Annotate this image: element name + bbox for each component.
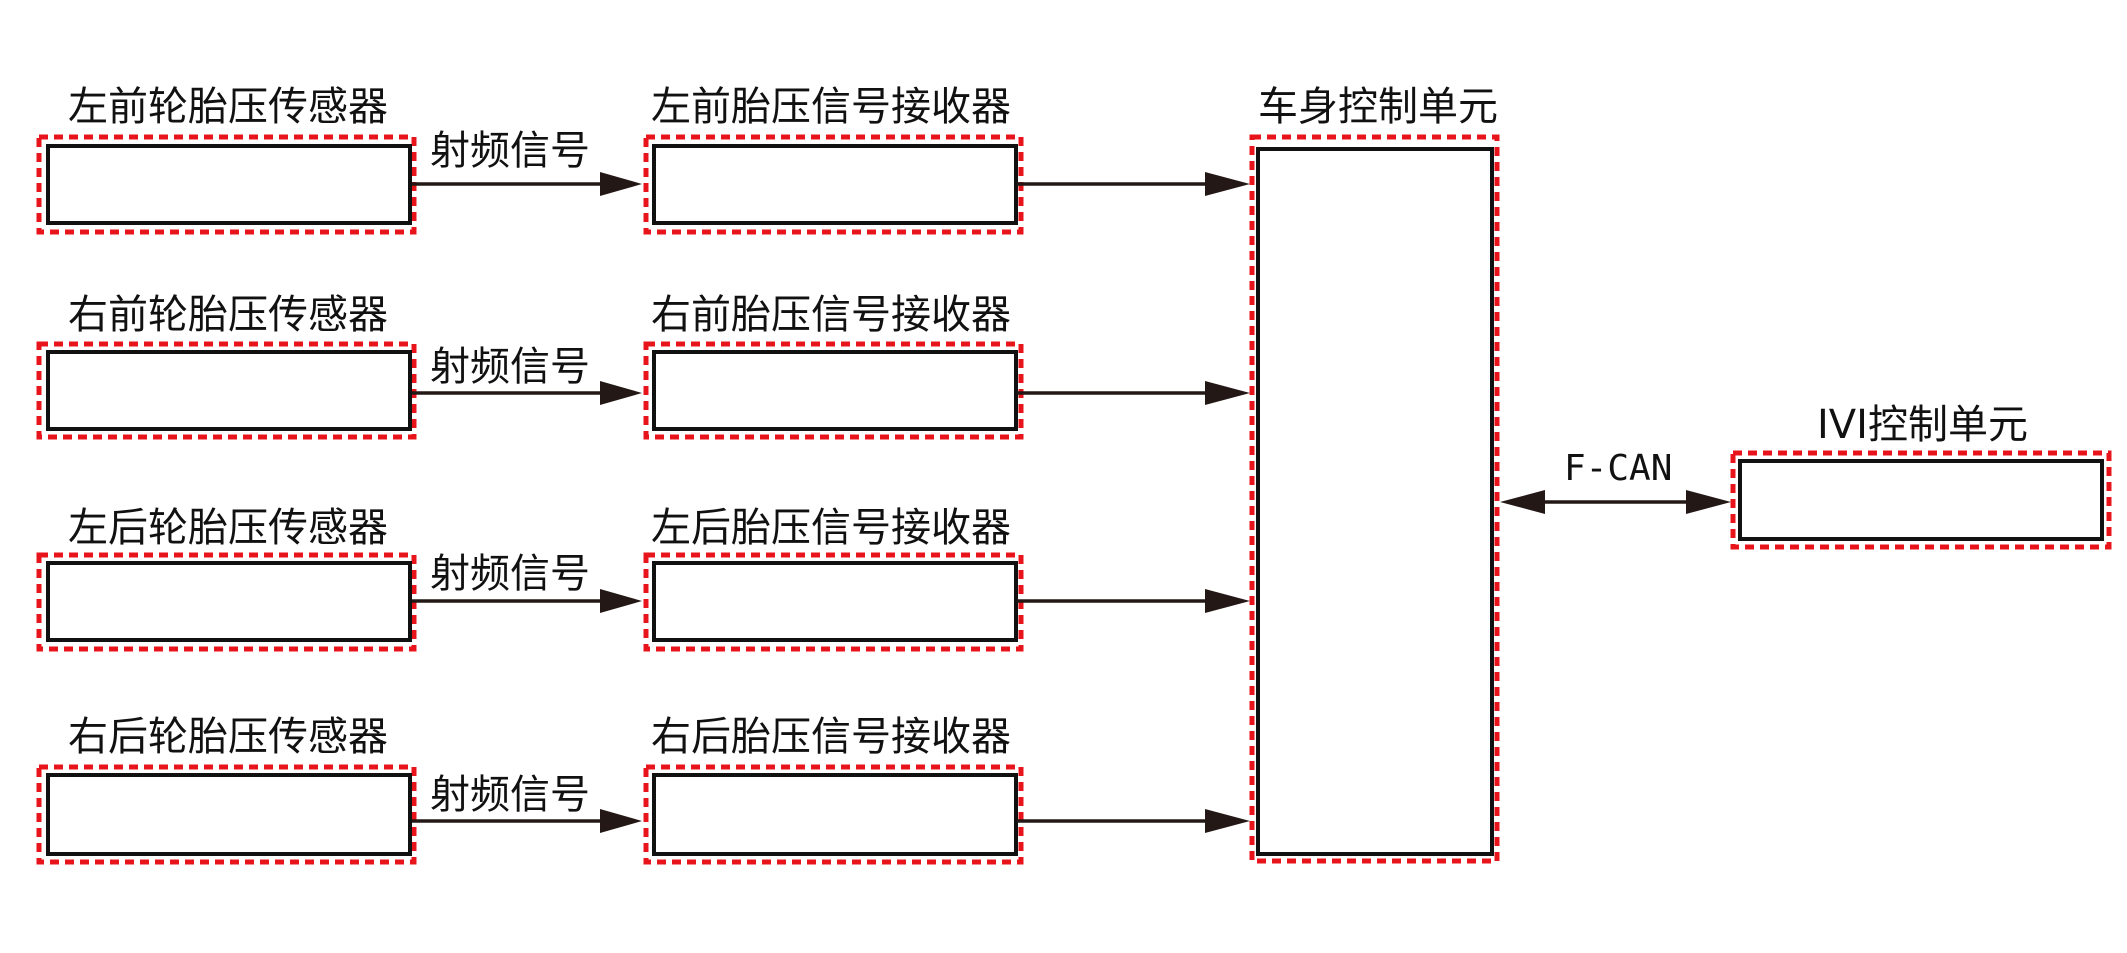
receiver-label-left-rear: 左后胎压信号接收器 — [651, 505, 1011, 551]
bcu-label: 车身控制单元 — [1258, 84, 1498, 130]
row-right-rear: 右后轮胎压传感器 射频信号 右后胎压信号接收器 — [36, 714, 1250, 865]
sensor-label-left-front: 左前轮胎压传感器 — [68, 84, 388, 130]
rf-arrowhead-left-front — [600, 172, 642, 196]
sensor-box-left-front — [46, 144, 412, 225]
receiver-box-right-front — [652, 350, 1018, 431]
ivi-control-unit: IVI控制单元 — [1730, 402, 2112, 550]
sensor-frame-right-rear — [36, 764, 417, 865]
fcan-arrowhead-right — [1686, 490, 1731, 514]
receiver-frame-right-front — [643, 341, 1024, 440]
sensor-box-right-front — [46, 350, 412, 431]
bcu-arrowhead-left-rear — [1205, 589, 1250, 613]
receiver-frame-right-rear — [643, 764, 1024, 865]
receiver-box-left-front — [652, 144, 1018, 225]
bcu-arrowhead-right-rear — [1205, 809, 1250, 833]
sensor-label-right-front: 右前轮胎压传感器 — [68, 292, 388, 338]
rf-arrowhead-right-front — [600, 381, 642, 405]
rf-signal-label-right-rear: 射频信号 — [430, 772, 590, 818]
rf-arrowhead-left-rear — [600, 589, 642, 613]
body-control-unit: 车身控制单元 — [1249, 84, 1500, 864]
ivi-box — [1738, 459, 2104, 541]
bcu-arrowhead-right-front — [1205, 381, 1250, 405]
receiver-label-right-rear: 右后胎压信号接收器 — [651, 714, 1011, 760]
fcan-label: F-CAN — [1564, 448, 1672, 489]
bcu-arrowhead-left-front — [1205, 172, 1250, 196]
rf-signal-label-left-rear: 射频信号 — [430, 551, 590, 597]
sensor-label-right-rear: 右后轮胎压传感器 — [68, 714, 388, 760]
rf-arrowhead-right-rear — [600, 809, 642, 833]
bcu-frame — [1249, 134, 1500, 864]
fcan-bus: F-CAN — [1500, 448, 1731, 514]
ivi-label: IVI控制单元 — [1817, 402, 2028, 448]
receiver-label-right-front: 右前胎压信号接收器 — [651, 292, 1011, 338]
row-left-rear: 左后轮胎压传感器 射频信号 左后胎压信号接收器 — [36, 505, 1250, 652]
sensor-frame-right-front — [36, 341, 417, 440]
rf-signal-label-right-front: 射频信号 — [430, 344, 590, 390]
sensor-label-left-rear: 左后轮胎压传感器 — [68, 505, 388, 551]
receiver-box-right-rear — [652, 773, 1018, 856]
fcan-arrowhead-left — [1500, 490, 1545, 514]
sensor-box-right-rear — [46, 773, 412, 856]
receiver-box-left-rear — [652, 561, 1018, 642]
receiver-label-left-front: 左前胎压信号接收器 — [651, 84, 1011, 130]
row-right-front: 右前轮胎压传感器 射频信号 右前胎压信号接收器 — [36, 292, 1250, 440]
sensor-box-left-rear — [46, 561, 412, 642]
row-left-front: 左前轮胎压传感器 射频信号 左前胎压信号接收器 — [36, 84, 1250, 235]
bcu-box — [1256, 147, 1494, 856]
ivi-frame — [1730, 450, 2112, 550]
rf-signal-label-left-front: 射频信号 — [430, 128, 590, 174]
